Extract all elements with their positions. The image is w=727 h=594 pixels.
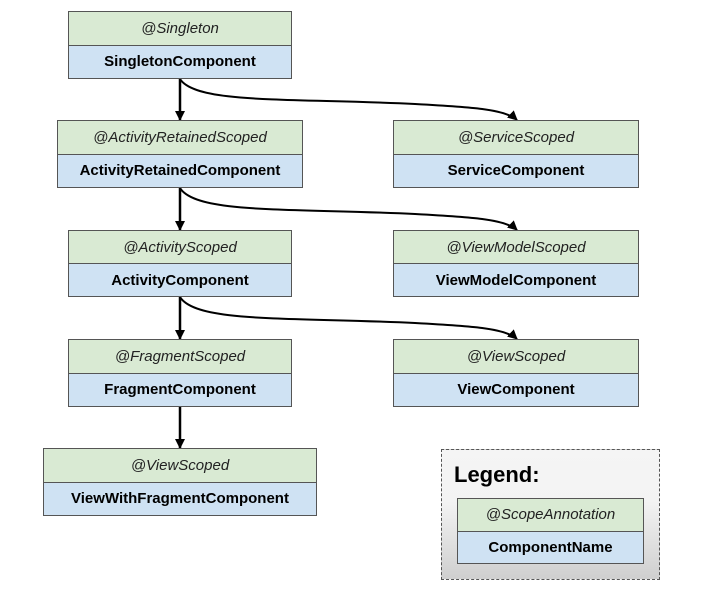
component-name: ViewComponent (394, 373, 638, 406)
node-singleton-component: @Singleton SingletonComponent (68, 11, 292, 79)
edge-singleton-to-service (179, 78, 518, 121)
scope-annotation: @ViewScoped (44, 449, 316, 483)
node-activity-retained-component: @ActivityRetainedScoped ActivityRetained… (57, 120, 303, 188)
node-view-component: @ViewScoped ViewComponent (393, 339, 639, 407)
component-name: SingletonComponent (69, 45, 291, 78)
scope-annotation: @ViewScoped (394, 340, 638, 374)
component-name: ViewModelComponent (394, 264, 638, 296)
legend-title: Legend: (454, 462, 540, 487)
node-viewmodel-component: @ViewModelScoped ViewModelComponent (393, 230, 639, 297)
scope-annotation: @ViewModelScoped (394, 231, 638, 264)
legend-scope-annotation: @ScopeAnnotation (458, 499, 643, 532)
edge-activity-retained-to-viewmodel (179, 187, 518, 231)
component-name: ViewWithFragmentComponent (44, 482, 316, 515)
scope-annotation: @Singleton (69, 12, 291, 46)
legend-component-name: ComponentName (458, 531, 643, 563)
scope-annotation: @FragmentScoped (69, 340, 291, 374)
component-name: ActivityRetainedComponent (58, 154, 302, 187)
node-view-with-fragment-component: @ViewScoped ViewWithFragmentComponent (43, 448, 317, 516)
scope-annotation: @ServiceScoped (394, 121, 638, 155)
legend-box: Legend: @ScopeAnnotation ComponentName (441, 449, 660, 580)
legend-sample-node: @ScopeAnnotation ComponentName (457, 498, 644, 564)
edge-activity-to-view (179, 296, 518, 340)
component-name: FragmentComponent (69, 373, 291, 406)
node-activity-component: @ActivityScoped ActivityComponent (68, 230, 292, 297)
scope-annotation: @ActivityRetainedScoped (58, 121, 302, 155)
node-fragment-component: @FragmentScoped FragmentComponent (68, 339, 292, 407)
component-name: ActivityComponent (69, 264, 291, 296)
component-name: ServiceComponent (394, 154, 638, 187)
node-service-component: @ServiceScoped ServiceComponent (393, 120, 639, 188)
scope-annotation: @ActivityScoped (69, 231, 291, 264)
